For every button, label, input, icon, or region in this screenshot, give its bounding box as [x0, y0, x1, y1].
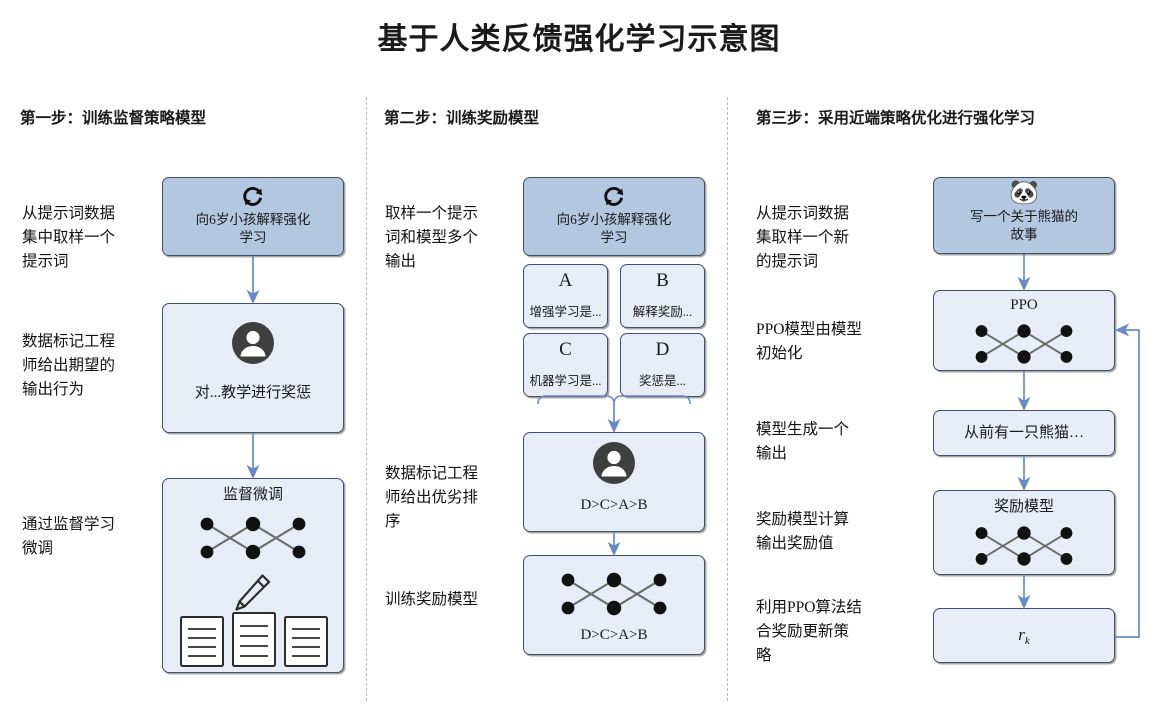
step-1-box-prompt-caption: 向6岁小孩解释强化 学习: [195, 212, 311, 245]
person-icon: [592, 441, 636, 490]
loop-arrow-icon: [600, 183, 628, 216]
network-icon: [195, 512, 311, 569]
person-icon: [231, 321, 275, 370]
network-icon: [556, 568, 672, 625]
step-2-box-prompt[interactable]: 向6岁小孩解释强化 学习: [523, 177, 705, 256]
step-3-box-ppo[interactable]: PPO: [933, 290, 1115, 371]
step-2-box-reward-model[interactable]: D>C>A>B: [523, 555, 705, 655]
step-3-box-reward-value[interactable]: rk: [933, 608, 1115, 663]
step-1-desc-3: 通过监督学习 微调: [22, 516, 116, 557]
answer-d-text: 奖惩是...: [639, 374, 686, 388]
step-3-desc-4: 奖励模型计算 输出奖励值: [756, 511, 850, 552]
documents-icon: [179, 611, 329, 674]
step-1-desc-2: 数据标记工程 师给出期望的 输出行为: [22, 333, 116, 398]
reward-value-symbol: r: [1018, 624, 1025, 644]
pencil-icon: [225, 567, 277, 624]
network-icon: [966, 320, 1082, 373]
step-3-box-generated-output-caption: 从前有一只熊猫…: [963, 425, 1084, 441]
step-3-header: 第三步：采用近端策略优化进行强化学习: [756, 110, 1036, 127]
answer-a-letter: A: [558, 270, 573, 291]
step-2-desc-1: 取样一个提示 词和模型多个 输出: [385, 205, 479, 270]
step-2-desc-3: 训练奖励模型: [385, 591, 479, 608]
panda-icon: 🐼: [1009, 178, 1039, 206]
step-2-answer-b[interactable]: B 解释奖励...: [620, 264, 705, 328]
step-2-desc-2: 数据标记工程 师给出优劣排 序: [385, 465, 479, 530]
answer-c-text: 机器学习是...: [529, 374, 602, 388]
step-3-desc-1: 从提示词数据 集取样一个新 的提示词: [756, 205, 850, 270]
step-1-box-sft-caption: 监督微调: [222, 487, 283, 503]
step-2-answer-c[interactable]: C 机器学习是...: [523, 333, 608, 397]
step-2-box-reward-model-caption: D>C>A>B: [580, 627, 648, 643]
step-3-box-panda-prompt[interactable]: 🐼 写一个关于熊猫的 故事: [933, 177, 1115, 254]
step-3-box-generated-output[interactable]: 从前有一只熊猫…: [933, 410, 1115, 456]
network-icon: [966, 522, 1082, 575]
step-1-desc-1: 从提示词数据 集中取样一个 提示词: [22, 205, 116, 270]
step-1-box-prompt[interactable]: 向6岁小孩解释强化 学习: [162, 177, 344, 256]
step-3-box-ppo-caption: PPO: [1010, 297, 1038, 313]
step-2-header: 第二步：训练奖励模型: [384, 110, 540, 127]
step-2-answer-a[interactable]: A 增强学习是...: [523, 264, 608, 328]
reward-value-subscript: k: [1024, 634, 1030, 647]
step-3-box-reward-model-caption: 奖励模型: [993, 499, 1054, 515]
answer-c-letter: C: [559, 339, 572, 360]
step-2-box-prompt-caption: 向6岁小孩解释强化 学习: [556, 212, 672, 245]
step-1-header: 第一步：训练监督策略模型: [20, 110, 207, 127]
step-1-box-human-label[interactable]: 对...教学进行奖惩: [162, 303, 344, 433]
column-separator-2: [727, 97, 728, 701]
step-1-box-sft[interactable]: 监督微调: [162, 478, 344, 673]
page-title: 基于人类反馈强化学习示意图: [377, 23, 781, 56]
answer-b-text: 解释奖励...: [632, 305, 693, 319]
answer-b-letter: B: [656, 270, 669, 291]
step-3-desc-2: PPO模型由模型 初始化: [756, 321, 862, 362]
arrow-feedback-loop: [1114, 323, 1140, 638]
step-2-answer-d[interactable]: D 奖惩是...: [620, 333, 705, 397]
step-2-box-rank-human-caption: D>C>A>B: [580, 497, 648, 513]
step-2-box-rank-human[interactable]: D>C>A>B: [523, 432, 705, 532]
reward-value-label: rk: [934, 624, 1114, 646]
brace-answers: [537, 395, 691, 405]
answer-a-text: 增强学习是...: [529, 305, 602, 319]
step-3-desc-5: 利用PPO算法结 合奖励更新策 略: [756, 599, 862, 664]
step-3-box-reward-model[interactable]: 奖励模型: [933, 490, 1115, 575]
answer-d-letter: D: [655, 339, 670, 360]
step-1-box-human-label-caption: 对...教学进行奖惩: [194, 385, 312, 401]
step-3-desc-3: 模型生成一个 输出: [756, 421, 850, 462]
column-separator-1: [366, 97, 367, 701]
step-3-box-panda-prompt-caption: 写一个关于熊猫的 故事: [970, 209, 1078, 242]
loop-arrow-icon: [239, 183, 267, 216]
